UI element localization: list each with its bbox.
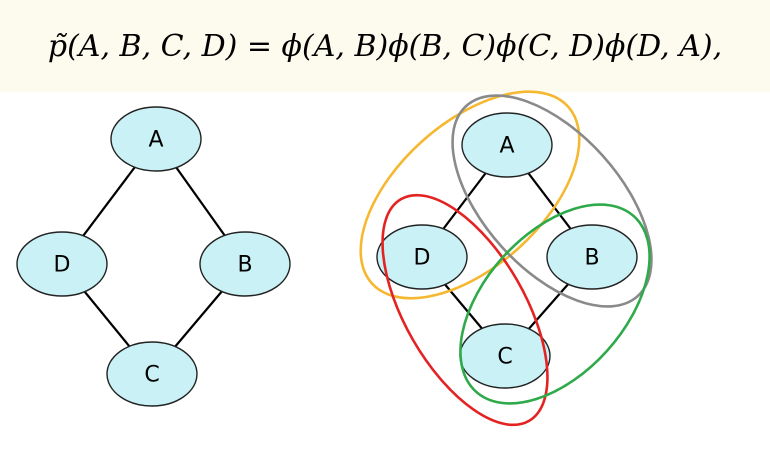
left-node-c-label: C (144, 363, 159, 388)
left-node-b-label: B (237, 253, 252, 278)
right-node-a: A (461, 112, 553, 178)
right-node-a-shape (461, 112, 553, 178)
clique-b-c (459, 203, 651, 405)
right-node-d-shape (376, 224, 468, 290)
left-node-c-shape (106, 341, 198, 407)
left-node-a-label: A (148, 128, 163, 153)
right-node-d-label: D (414, 246, 431, 271)
right-node-b-shape (546, 224, 638, 290)
clique-a-b (451, 94, 653, 308)
left-graph: A D B C (16, 106, 291, 407)
right-node-d: D (376, 224, 468, 290)
left-node-a-shape (110, 106, 202, 172)
left-node-a: A (110, 106, 202, 172)
left-node-b-shape (199, 231, 291, 297)
right-node-a-label: A (499, 134, 514, 159)
left-node-b: B (199, 231, 291, 297)
right-node-c-label: C (497, 345, 512, 370)
clique-a-d (359, 90, 581, 300)
right-node-c: C (459, 323, 551, 389)
formula: p̃(A, B, C, D) = ϕ(A, B)ϕ(B, C)ϕ(C, D)ϕ(… (47, 28, 723, 64)
right-node-b: B (546, 224, 638, 290)
right-node-b-label: B (584, 246, 599, 271)
formula-band (0, 0, 770, 92)
left-node-d: D (16, 231, 108, 297)
left-node-d-shape (16, 231, 108, 297)
clique-d-c (381, 193, 549, 427)
left-node-d-label: D (54, 253, 71, 278)
right-graph: A D B C (359, 90, 653, 427)
left-node-c: C (106, 341, 198, 407)
